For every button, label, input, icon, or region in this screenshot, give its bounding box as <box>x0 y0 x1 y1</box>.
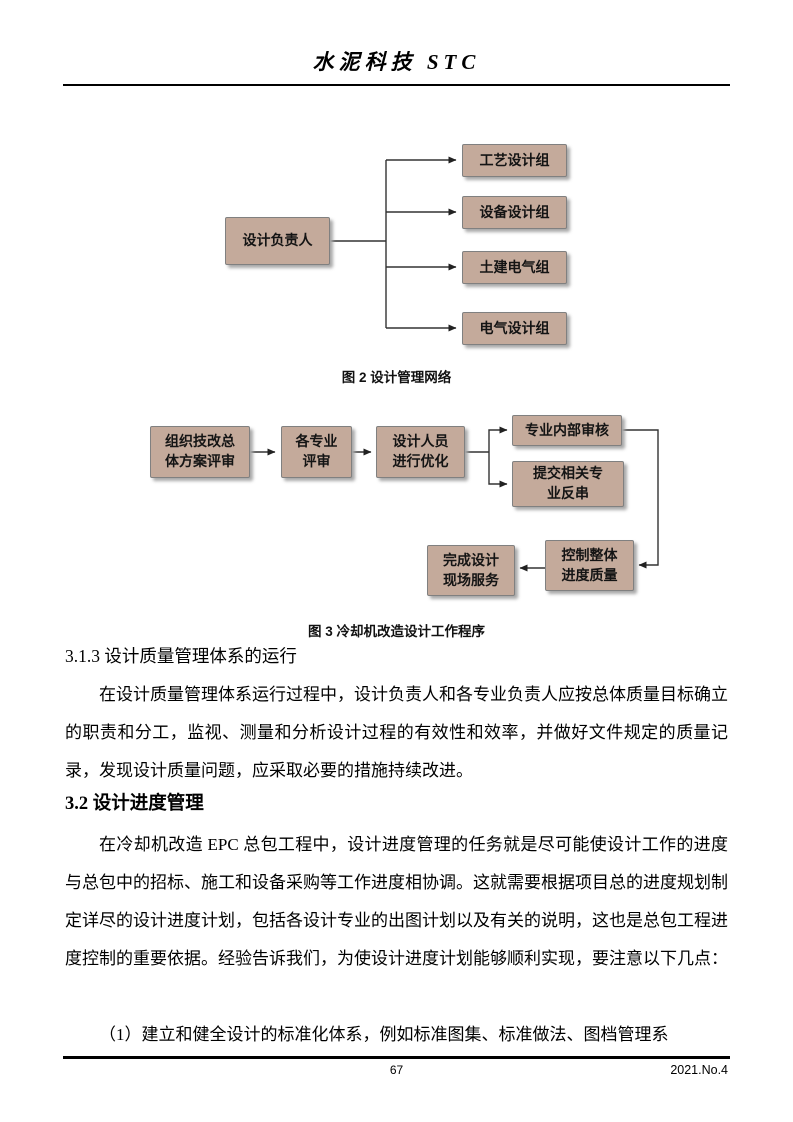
fig2-node-electrical-design-group: 电气设计组 <box>462 312 567 345</box>
section-3-1-3-paragraph: 在设计质量管理体系运行过程中，设计负责人和各专业负责人应按总体质量目标确立的职责… <box>65 685 728 780</box>
section-3-2-heading: 3.2 设计进度管理 <box>65 794 204 814</box>
fig2-node-design-leader: 设计负责人 <box>225 217 330 265</box>
fig3-node-overall-scheme-review: 组织技改总 体方案评审 <box>150 426 250 478</box>
page-number: 67 <box>389 1063 404 1077</box>
fig2-node-process-design-group: 工艺设计组 <box>462 144 567 177</box>
issue-number: 2021.No.4 <box>670 1063 728 1077</box>
figure3-caption: 图 3 冷却机改造设计工作程序 <box>307 624 485 639</box>
journal-title: 水泥科技 STC <box>312 50 481 74</box>
fig3-node-control-schedule-quality: 控制整体 进度质量 <box>545 540 634 591</box>
figure2-caption: 图 2 设计管理网络 <box>341 370 452 385</box>
fig3-node-complete-site-service: 完成设计 现场服务 <box>427 545 515 596</box>
fig3-node-internal-audit: 专业内部审核 <box>512 415 622 446</box>
section-3-1-3-heading: 3.1.3 设计质量管理体系的运行 <box>65 646 297 666</box>
fig3-node-discipline-review: 各专业 评审 <box>281 426 352 478</box>
fig2-node-equipment-design-group: 设备设计组 <box>462 196 567 229</box>
section-3-2-paragraph: 在冷却机改造 EPC 总包工程中，设计进度管理的任务就是尽可能使设计工作的进度与… <box>65 835 728 968</box>
section-3-2-list-item-1: （1）建立和健全设计的标准化体系，例如标准图集、标准做法、图档管理系 <box>99 1025 669 1044</box>
footer-divider <box>63 1056 730 1059</box>
fig2-node-civil-electrical-group: 土建电气组 <box>462 251 567 284</box>
header-divider <box>63 84 730 86</box>
fig3-node-designer-optimization: 设计人员 进行优化 <box>376 426 465 478</box>
fig3-node-submit-cross-check: 提交相关专 业反串 <box>512 461 624 507</box>
